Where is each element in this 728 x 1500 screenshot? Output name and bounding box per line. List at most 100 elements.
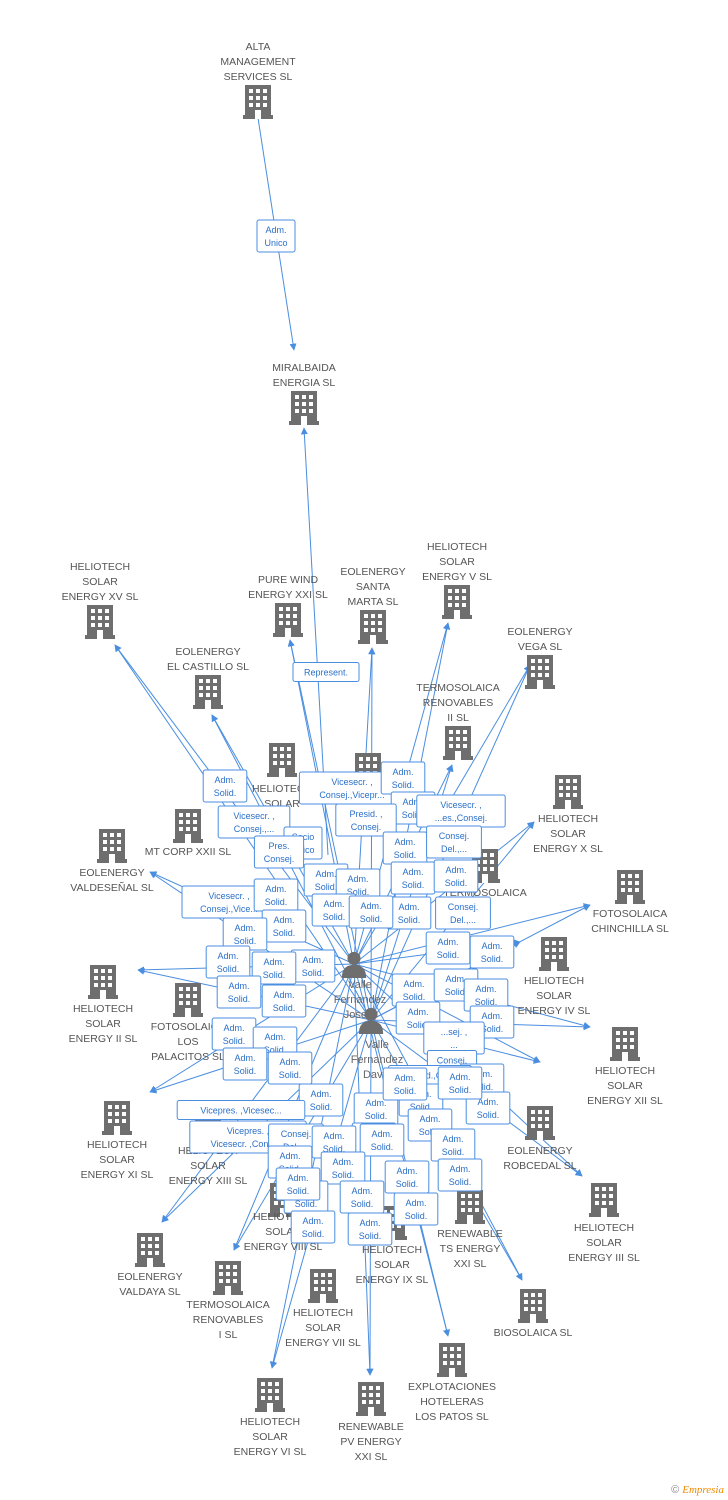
company-name: SERVICES SL [224, 71, 293, 83]
building-icon[interactable] [539, 937, 569, 971]
building-icon[interactable] [443, 726, 473, 760]
company-name: CHINCHILLA SL [591, 923, 669, 935]
building-icon[interactable] [308, 1269, 338, 1303]
building-icon[interactable] [135, 1233, 165, 1267]
edge-label-text: Adm. [228, 981, 249, 991]
edge-label-text: Vicepres. , [227, 1126, 269, 1136]
building-icon[interactable] [615, 870, 645, 904]
edge-label-text: Solid. [407, 1020, 430, 1030]
company-name: ENERGY VII SL [285, 1337, 361, 1349]
edge-label-text: Adm. [310, 1089, 331, 1099]
edge-label-text: Adm. [398, 902, 419, 912]
company-node-mt22[interactable]: MT CORP XXII SL [145, 809, 232, 858]
edge-label-text: Solid. [392, 780, 415, 790]
person-icon[interactable] [341, 951, 367, 978]
company-node-biosolaica[interactable]: BIOSOLAICA SL [494, 1289, 573, 1339]
building-icon[interactable] [589, 1183, 619, 1217]
edge-label: Adm.Solid. [469, 935, 515, 969]
company-name: HELIOTECH [427, 541, 487, 553]
building-icon[interactable] [525, 655, 555, 689]
edge-label-box [437, 1158, 483, 1192]
edge-label-text: Solid. [394, 850, 417, 860]
building-icon[interactable] [553, 775, 583, 809]
edge-label: Adm.Solid. [390, 861, 436, 895]
edge-label-text: Vicesecr. , [440, 800, 481, 810]
building-icon[interactable] [213, 1261, 243, 1295]
building-icon[interactable] [455, 1190, 485, 1224]
edge-label-text: ...sej. , [441, 1027, 468, 1037]
building-icon[interactable] [243, 85, 273, 119]
edge-label-text: Solid. [287, 1186, 310, 1196]
building-icon[interactable] [610, 1027, 640, 1061]
building-icon[interactable] [358, 610, 388, 644]
edge-label-text: Solid. [228, 994, 251, 1004]
edge-label-text: Adm. [407, 1007, 428, 1017]
building-icon[interactable] [97, 829, 127, 863]
building-icon[interactable] [173, 809, 203, 843]
building-icon[interactable] [255, 1378, 285, 1412]
building-icon[interactable] [273, 603, 303, 637]
edge-label-text: Solid. [445, 987, 468, 997]
edge-label-text: Adm. [263, 957, 284, 967]
edge-label-text: Adm. [217, 951, 238, 961]
company-name: SOLAR [82, 576, 118, 588]
building-icon[interactable] [442, 585, 472, 619]
building-icon[interactable] [85, 605, 115, 639]
edge-label-text: Consej. [281, 1129, 312, 1139]
edge-label-text: Solid. [403, 992, 426, 1002]
building-icon[interactable] [518, 1289, 548, 1323]
edge-label-text: Vicesecr. , [208, 891, 249, 901]
edge-label-text: Adm. [223, 1023, 244, 1033]
edge-label-text: Adm. [332, 1157, 353, 1167]
building-icon[interactable] [88, 965, 118, 999]
building-icon[interactable] [289, 391, 319, 425]
building-icon[interactable] [267, 743, 297, 777]
building-icon[interactable] [173, 983, 203, 1017]
edge-label-text: Adm. [449, 1072, 470, 1082]
company-name: HELIOTECH [574, 1222, 634, 1234]
building-icon[interactable] [437, 1343, 467, 1377]
building-icon[interactable] [356, 1382, 386, 1416]
building-icon[interactable] [525, 1106, 555, 1140]
edge-label: Adm.Solid. [290, 949, 336, 983]
edge-label-text: ... [450, 1040, 458, 1050]
edge-label-text: Solid. [302, 1229, 325, 1239]
edge-label-text: Adm. [442, 1134, 463, 1144]
building-icon[interactable] [193, 675, 223, 709]
edge-label-text: Del.,... [441, 844, 467, 854]
edge-label-text: Solid. [273, 928, 296, 938]
building-icon[interactable] [102, 1101, 132, 1135]
company-name: HELIOTECH [70, 561, 130, 573]
edge-label-box [426, 825, 482, 859]
edge-label: Adm.Solid. [391, 973, 437, 1007]
edge-label-box [292, 662, 360, 682]
